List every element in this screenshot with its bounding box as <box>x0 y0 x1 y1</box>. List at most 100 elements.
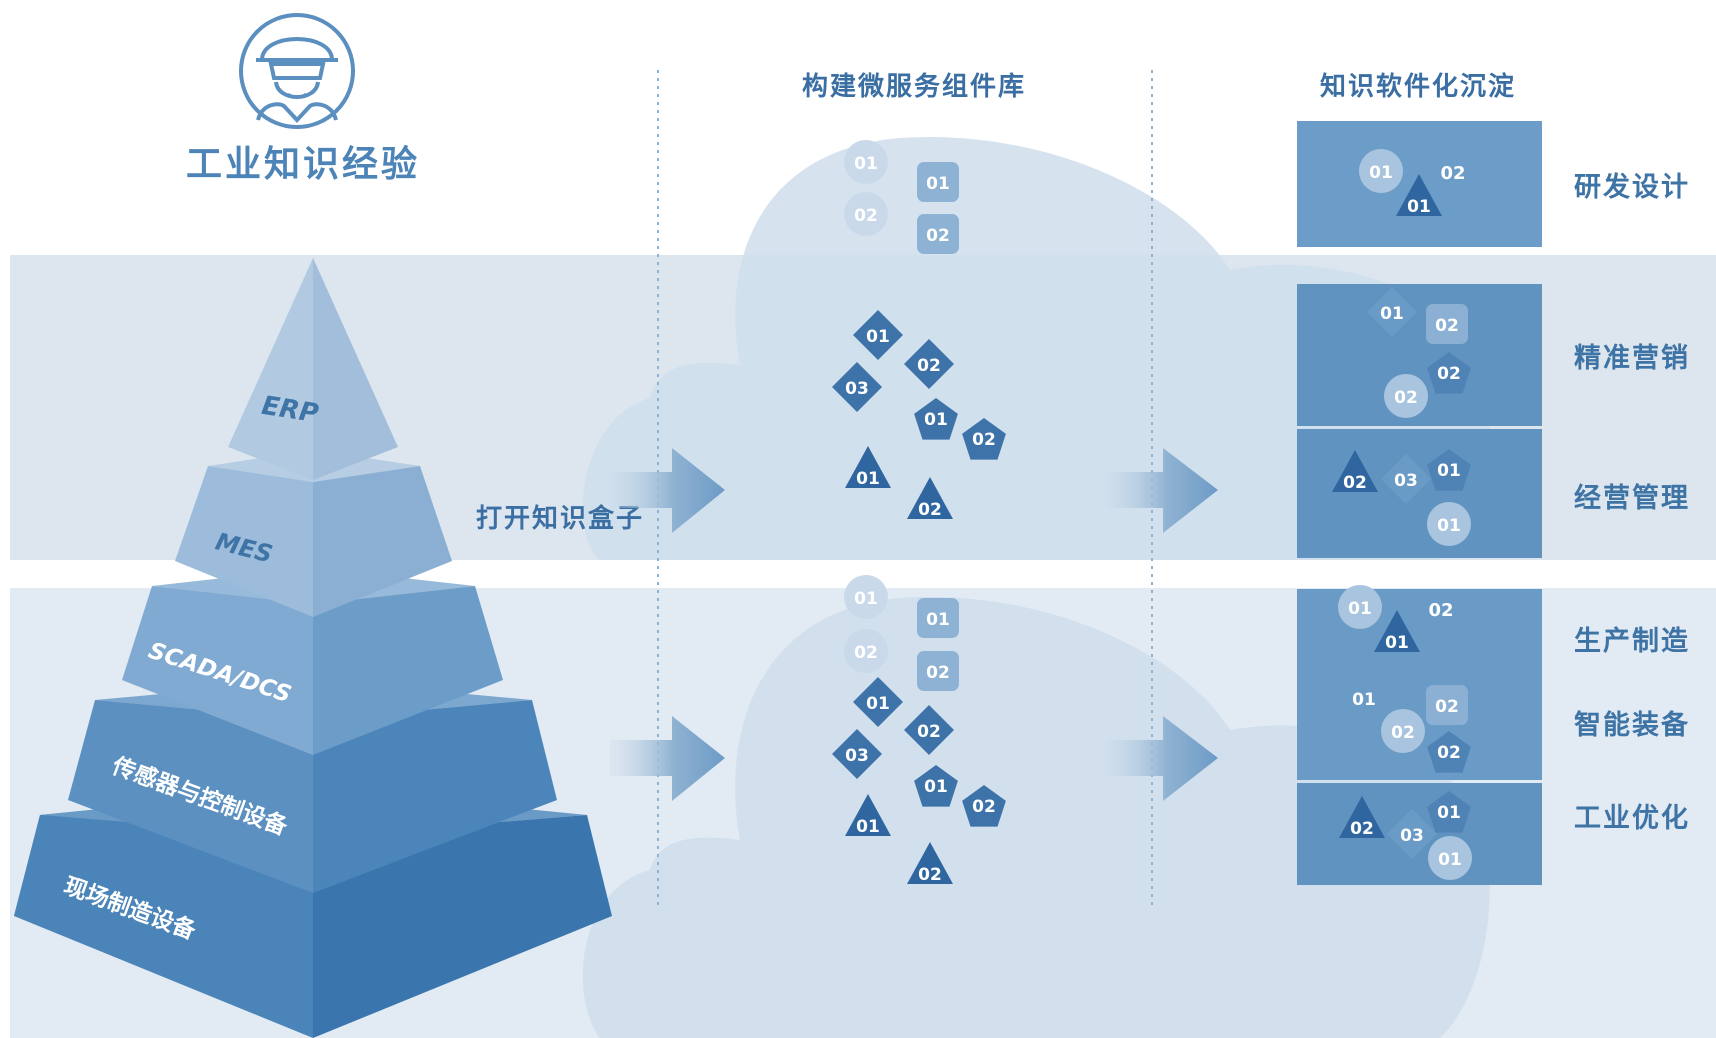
token-label: 01 <box>1380 304 1404 324</box>
token-label: 02 <box>917 722 941 742</box>
token-label: 02 <box>1440 163 1465 184</box>
token-label: 02 <box>1394 388 1418 408</box>
token-label: 01 <box>866 694 890 714</box>
token-label: 02 <box>1437 364 1461 384</box>
pyramid: ERP MES SCADA/DCS 传感器与控制设备 现场制造设备 <box>14 258 612 1038</box>
token-label: 02 <box>854 643 878 663</box>
token-label: 01 <box>1385 633 1409 653</box>
open-box-label: 打开知识盒子 <box>476 503 644 534</box>
token-circle: 01 <box>1359 149 1403 193</box>
token-triangle: 01 <box>845 794 891 837</box>
component-tokens: 0101020201020301020102010102020102030102… <box>832 140 1472 885</box>
token-pentagon: 02 <box>962 418 1006 460</box>
upper-cloud <box>582 136 1490 560</box>
category-panel-production-equipment <box>1297 589 1542 780</box>
token-diamond: 03 <box>832 729 882 779</box>
token-label: 02 <box>1437 743 1461 763</box>
token-label: 01 <box>854 589 878 609</box>
category-label: 经营管理 <box>1574 482 1690 514</box>
token-label: 01 <box>1438 850 1462 870</box>
token-label: 02 <box>926 663 950 683</box>
token-pentagon: 02 <box>1427 352 1471 394</box>
worker-avatar-icon <box>239 13 355 129</box>
token-label: 01 <box>1407 197 1431 217</box>
token-diamond: 02 <box>904 339 954 389</box>
arrow-right-icon <box>1105 448 1218 533</box>
token-label: 01 <box>1348 599 1372 619</box>
token-label: 01 <box>856 469 880 489</box>
token-label: 02 <box>1343 473 1367 493</box>
token-label: 02 <box>1435 316 1459 336</box>
pyramid-level-5-face-right <box>313 815 612 1038</box>
token-label: 02 <box>854 206 878 226</box>
token-label: 01 <box>924 410 948 430</box>
token-label: 01 <box>1352 690 1376 710</box>
arrow-right-icon <box>1105 716 1218 801</box>
token-circle: 02 <box>1381 709 1425 753</box>
category-label: 研发设计 <box>1574 171 1690 203</box>
token-label: 03 <box>845 746 869 766</box>
pyramid-level-5-face-left <box>14 815 313 1038</box>
token-circle: 01 <box>1338 585 1382 629</box>
token-circle: 02 <box>1384 374 1428 418</box>
pyramid-level-3-face-left <box>122 586 313 755</box>
pyramid-level-3-face-right <box>313 586 503 755</box>
token-diamond: 03 <box>1381 454 1431 504</box>
pyramid-level-1-face-right <box>313 258 398 480</box>
token-triangle: 01 <box>1374 610 1420 653</box>
token-label: 02 <box>918 500 942 520</box>
token-triangle: 02 <box>1332 450 1378 493</box>
token-label: 02 <box>972 430 996 450</box>
token-label: 01 <box>856 817 880 837</box>
knowledge-header: 知识软件化沉淀 <box>1320 71 1516 102</box>
token-label: 03 <box>845 379 869 399</box>
category-label: 生产制造 <box>1574 626 1690 657</box>
token-diamond: 01 <box>1339 673 1389 723</box>
token-pentagon: 01 <box>1427 791 1471 833</box>
token-label: 02 <box>1391 723 1415 743</box>
token-circle: 01 <box>844 140 888 184</box>
token-label: 02 <box>1428 600 1453 621</box>
token-triangle: 02 <box>907 842 953 885</box>
token-diamond: 01 <box>1367 287 1417 337</box>
token-diamond: 03 <box>832 362 882 412</box>
token-label: 01 <box>1437 461 1461 481</box>
pyramid-level-1-face-left <box>228 258 313 480</box>
token-diamond: 02 <box>904 705 954 755</box>
token-triangle: 02 <box>907 477 953 520</box>
token-square: 01 <box>917 598 959 638</box>
token-triangle: 02 <box>1339 796 1385 839</box>
token-diamond: 01 <box>853 677 903 727</box>
token-pentagon: 02 <box>1427 731 1471 773</box>
lower-cloud <box>582 596 1490 1038</box>
token-label: 01 <box>854 154 878 174</box>
token-circle: 01 <box>1427 502 1471 546</box>
token-label: 01 <box>924 777 948 797</box>
token-label: 03 <box>1394 471 1418 491</box>
token-circle: 02 <box>844 629 888 673</box>
token-label: 02 <box>926 226 950 246</box>
token-circle: 01 <box>1428 836 1472 880</box>
token-label: 01 <box>926 610 950 630</box>
token-pentagon: 01 <box>1427 449 1471 491</box>
token-label: 02 <box>1350 819 1374 839</box>
pyramid-level-4-face-right <box>313 700 557 893</box>
pyramid-level-2-face-right <box>313 466 452 617</box>
microservice-header: 构建微服务组件库 <box>802 71 1026 102</box>
pyramid-level-2-face-left <box>175 466 313 617</box>
token-diamond: 03 <box>1387 809 1437 859</box>
category-panel-management <box>1297 429 1542 558</box>
token-label: 02 <box>918 865 942 885</box>
token-label: 01 <box>926 174 950 194</box>
token-triangle: 01 <box>1396 174 1442 217</box>
token-label: 01 <box>1437 803 1461 823</box>
token-triangle: 01 <box>845 446 891 489</box>
token-square: 02 <box>1426 685 1468 725</box>
token-square: 02 <box>917 651 959 691</box>
token-pentagon: 01 <box>914 398 958 440</box>
token-label: 03 <box>1400 826 1424 846</box>
category-label: 精准营销 <box>1574 343 1690 374</box>
token-pentagon: 02 <box>962 785 1006 827</box>
token-circle: 01 <box>844 575 888 619</box>
